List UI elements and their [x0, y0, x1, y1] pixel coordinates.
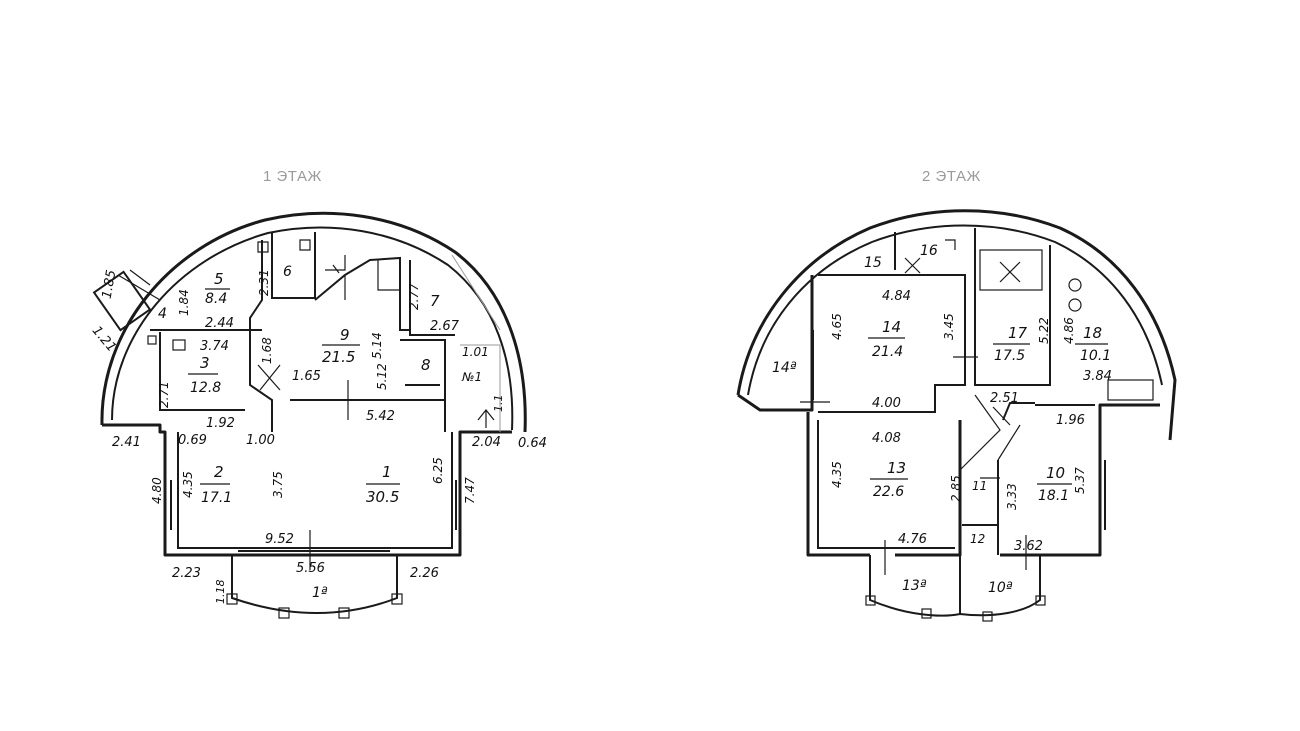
dim: 5.22	[1037, 317, 1051, 344]
room-13-area: 22.6	[873, 484, 904, 500]
room-17-number: 17	[1008, 324, 1028, 342]
dim: 0.64	[518, 436, 547, 451]
outer-arc-wall	[100, 211, 527, 433]
dim: 5.42	[366, 409, 395, 424]
room-11-number: 11	[972, 479, 987, 493]
room-14a-number: 14ª	[772, 360, 797, 376]
dim: 1.00	[246, 433, 275, 448]
room-6-number: 6	[283, 264, 292, 280]
dim: 5.14	[370, 332, 384, 359]
floor-1-title: 1 ЭТАЖ	[263, 168, 322, 185]
room-18-number: 18	[1083, 324, 1102, 342]
dim: 5.56	[296, 561, 325, 576]
dim: №1	[461, 370, 482, 384]
room-9-number: 9	[340, 326, 350, 344]
room-3-area: 12.8	[190, 380, 221, 396]
room-18-area: 10.1	[1080, 348, 1111, 364]
dim: 3.45	[942, 313, 956, 340]
dim: 2.31	[257, 269, 271, 296]
room-2-area: 17.1	[201, 490, 232, 506]
dim: 2.26	[410, 566, 439, 581]
dim: 4.35	[181, 471, 195, 498]
floor-1-labels: 5 8.4 6 7 9 21.5 8 3 12.8 4 2 17.1 1 30.…	[89, 264, 547, 604]
outer-arc-wall	[736, 209, 1177, 441]
balcony-1a	[231, 555, 398, 614]
room-8-number: 8	[421, 356, 431, 374]
floor-1-plan	[92, 211, 527, 619]
main-body-walls	[102, 423, 512, 557]
bay-block	[92, 270, 152, 332]
dim: 1.92	[206, 416, 235, 431]
dim: 2.04	[472, 435, 501, 450]
dim: 4.80	[150, 477, 164, 504]
dim: 4.76	[898, 532, 927, 547]
room-10a-number: 10ª	[988, 580, 1013, 596]
dim: 1.01	[462, 345, 489, 359]
dim: 1.1	[492, 395, 505, 413]
room-17-area: 17.5	[994, 348, 1025, 364]
dim: 1.84	[177, 289, 191, 316]
room-1-number: 1	[382, 463, 392, 481]
dim: 4.35	[830, 461, 844, 488]
dim: 2.71	[157, 381, 171, 408]
dim: 2.44	[205, 316, 234, 331]
floor-2-plan	[736, 209, 1177, 622]
room-13-number: 13	[887, 459, 906, 477]
room-9-area: 21.5	[322, 348, 355, 366]
room-5-number: 5	[214, 270, 224, 288]
room-4-number: 4	[158, 306, 167, 322]
dim: 3.62	[1014, 539, 1043, 554]
dim: 1.96	[1056, 413, 1085, 428]
room-14-area: 21.4	[872, 344, 903, 360]
room-12-number: 12	[970, 532, 985, 546]
floor-2-labels: 15 16 4.84 4.65 14 21.4 3.45 17 17.5 5.2…	[772, 243, 1112, 596]
dim: 0.69	[178, 433, 207, 448]
dim: 1.85	[100, 269, 120, 300]
dim: 3.33	[1005, 483, 1019, 510]
dim: 2.41	[112, 435, 141, 450]
dim: 4.84	[882, 289, 911, 304]
dim: 9.52	[265, 532, 294, 547]
dim: 4.08	[872, 431, 901, 446]
dim: 3.75	[271, 471, 285, 498]
room-7-number: 7	[430, 292, 440, 310]
dim: 7.47	[463, 477, 477, 504]
room-2-number: 2	[214, 463, 224, 481]
room-5-area: 8.4	[205, 291, 227, 307]
room-14-number: 14	[882, 318, 901, 336]
room-13a-number: 13ª	[902, 578, 927, 594]
dim: 6.25	[431, 457, 445, 484]
dim: 2.23	[172, 566, 201, 581]
dim: 2.77	[407, 283, 421, 310]
dim: 1.65	[292, 369, 321, 384]
dim: 5.12	[375, 363, 389, 390]
room-10-area: 18.1	[1038, 488, 1069, 504]
dim: 2.51	[990, 391, 1019, 406]
floor-2-title: 2 ЭТАЖ	[922, 168, 981, 185]
dim: 1.18	[214, 580, 227, 605]
dim: 2.67	[430, 319, 460, 334]
room-16-number: 16	[920, 243, 938, 259]
dim: 3.84	[1083, 369, 1112, 384]
room-10-number: 10	[1046, 464, 1065, 482]
dim: 1.68	[260, 337, 274, 364]
dim: 3.74	[200, 339, 229, 354]
room-15-number: 15	[864, 255, 882, 271]
room-3-number: 3	[200, 354, 210, 372]
dim: 4.65	[830, 313, 844, 340]
dim: 4.00	[872, 396, 901, 411]
room-1-area: 30.5	[366, 488, 399, 506]
dim: 2.85	[949, 475, 963, 502]
dim: 5.37	[1073, 467, 1087, 494]
inner-arc-wall	[111, 226, 514, 431]
dim: 4.86	[1062, 317, 1076, 344]
room-1a-number: 1ª	[312, 585, 328, 601]
inner-arc-wall	[747, 224, 1163, 396]
